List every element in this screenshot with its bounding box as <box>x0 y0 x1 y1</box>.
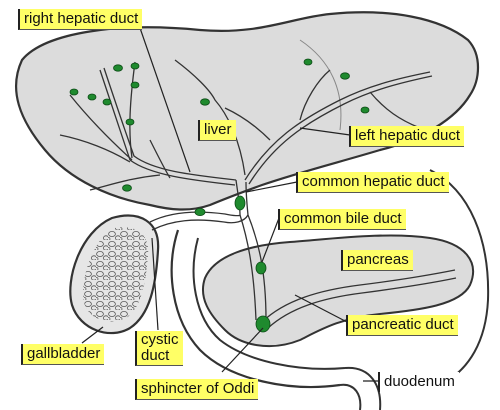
leader-gallbladder <box>81 326 104 344</box>
leader-pancreatic <box>294 294 348 323</box>
label-gallbladder: gallbladder <box>21 344 105 365</box>
leader-sphincter <box>221 327 264 373</box>
label-cystic-duct: cystic duct <box>135 331 183 366</box>
leader-left-hepatic <box>299 127 351 136</box>
label-cystic-duct-line2: duct <box>141 347 170 364</box>
leader-common-hepatic <box>245 181 298 193</box>
leader-common-bile <box>261 217 280 263</box>
label-cystic-duct-line1: cystic <box>141 331 179 348</box>
label-pancreatic-duct: pancreatic duct <box>346 315 458 336</box>
label-right-hepatic-duct: right hepatic duct <box>18 9 143 30</box>
label-duodenum: duodenum <box>378 372 459 392</box>
leader-cystic <box>151 237 159 331</box>
label-left-hepatic-duct: left hepatic duct <box>349 126 465 147</box>
duodenum-shape <box>170 229 341 388</box>
label-liver: liver <box>198 120 236 141</box>
label-sphincter-of-oddi: sphincter of Oddi <box>135 379 259 400</box>
stomach-shape <box>429 169 490 386</box>
label-common-hepatic-duct: common hepatic duct <box>296 172 449 193</box>
label-pancreas: pancreas <box>341 250 413 271</box>
leader-right-hepatic <box>139 27 191 173</box>
label-common-bile-duct: common bile duct <box>278 209 406 230</box>
